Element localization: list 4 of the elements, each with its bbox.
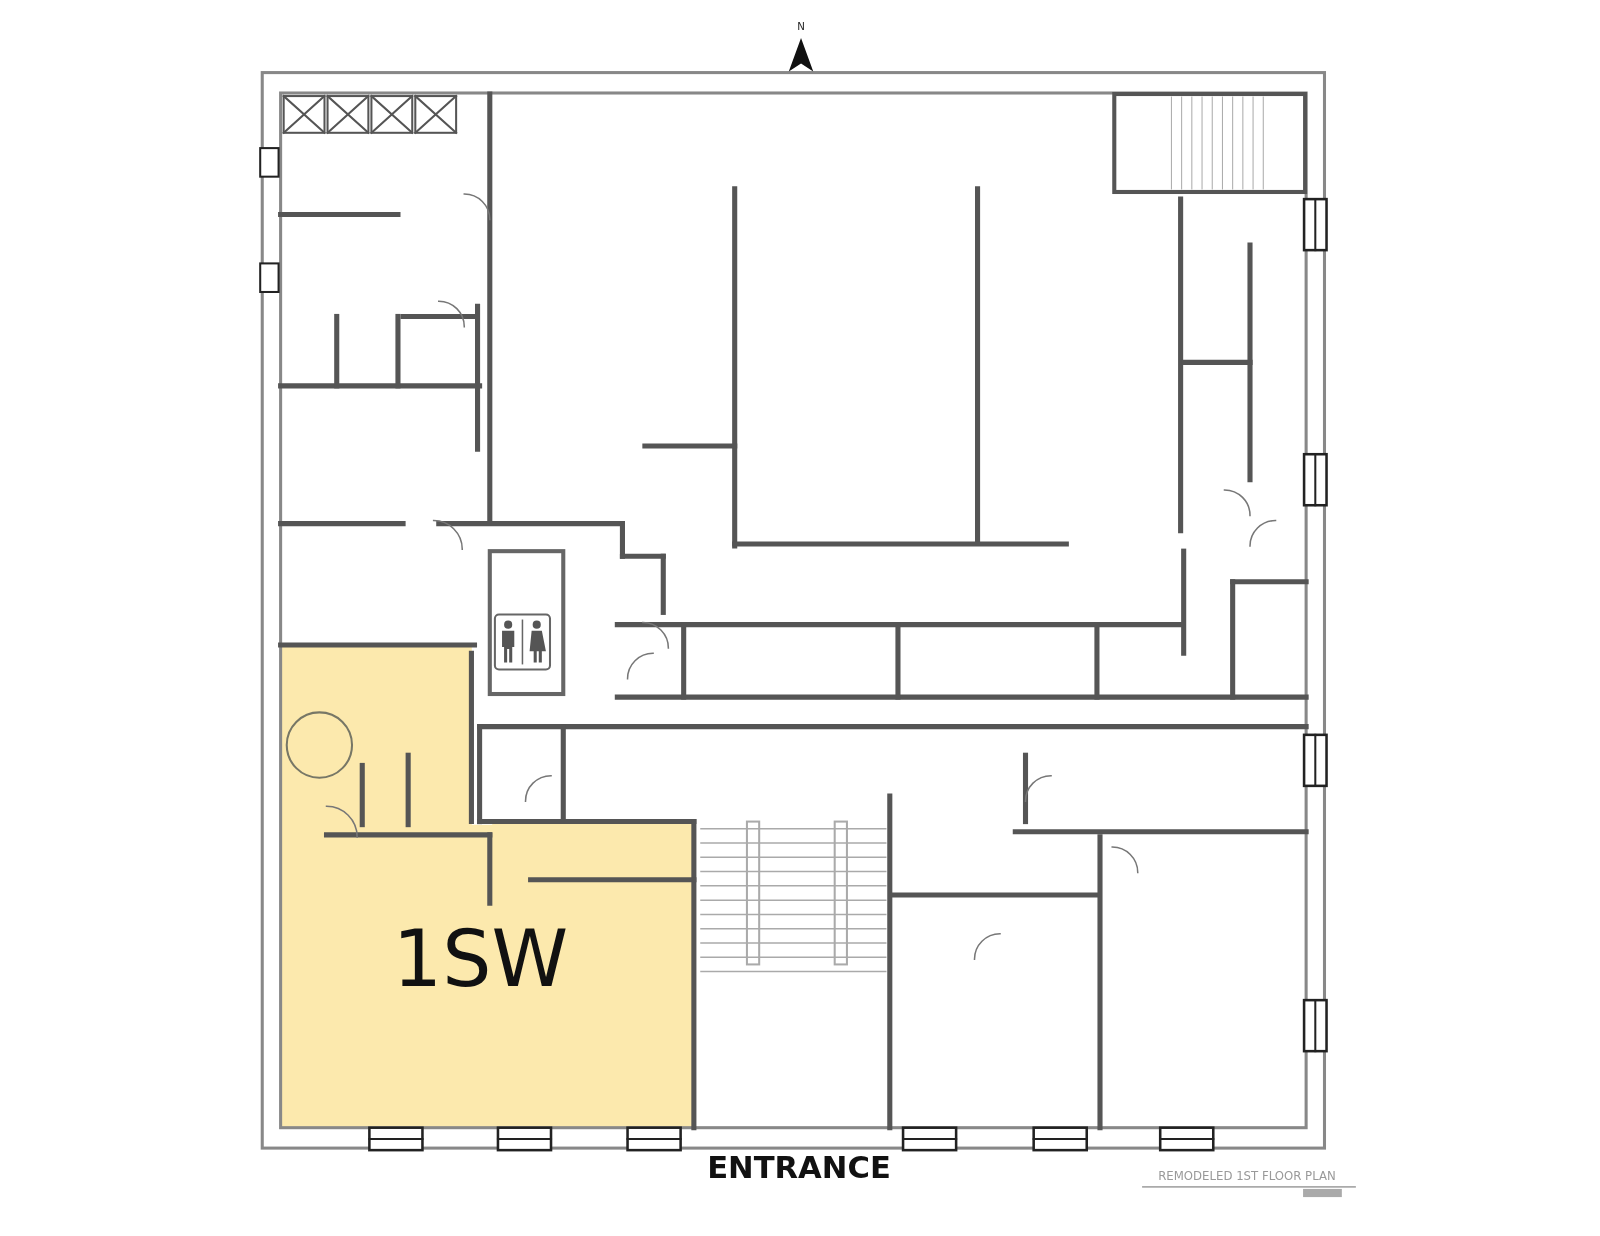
room-label: 1SW [392,920,569,999]
entrance-label: ENTRANCE [707,1153,891,1184]
plan-title: REMODELED 1ST FLOOR PLAN [1158,1170,1336,1183]
north-label: N [797,22,805,33]
